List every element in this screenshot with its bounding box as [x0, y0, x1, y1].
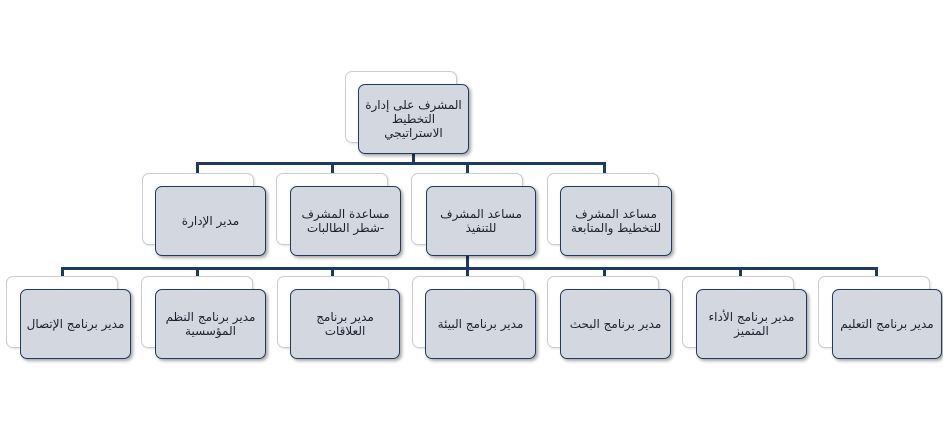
level3-node-label: مدير برنامج البحث [560, 289, 671, 359]
connector-l2-3 [331, 162, 334, 176]
connector-mid-down [466, 255, 469, 270]
level3-node-label: مدير برنامج النظم المؤسسية [155, 289, 266, 359]
level3-node-label: مدير برنامج الأداء المتميز [696, 289, 807, 359]
connector-l2-4 [196, 162, 199, 176]
connector-level2-bus [196, 162, 605, 165]
level2-node-label: مساعد المشرف للتنفيذ [426, 186, 536, 256]
level3-node-label: مدير برنامج الإتصال [20, 289, 131, 359]
connector-level3-bus [61, 267, 878, 270]
level2-node-label: مساعد المشرف للتخطيط والمتابعة [560, 186, 672, 256]
connector-l3-4 [466, 267, 469, 278]
connector-l3-3 [603, 267, 606, 278]
level3-node-label: مدير برنامج التعليم [832, 289, 942, 359]
connector-root-down [412, 153, 415, 164]
root-node-label: المشرف على إدارة التخطيط الاستراتيجي [358, 84, 469, 154]
level3-node-label: مدير برنامج العلاقات [290, 289, 400, 359]
level3-node-label: مدير برنامج البيئة [425, 289, 536, 359]
level2-node-label: مدير الإدارة [155, 186, 266, 256]
connector-l3-5 [331, 267, 334, 278]
connector-l2-2 [466, 162, 469, 176]
connector-l2-1 [603, 162, 606, 176]
connector-l3-2 [739, 267, 742, 278]
connector-l3-6 [196, 267, 199, 278]
connector-l3-1 [875, 267, 878, 278]
level2-node-label: مساعدة المشرف -شطر الطالبات [290, 186, 401, 256]
connector-l3-7 [61, 267, 64, 278]
